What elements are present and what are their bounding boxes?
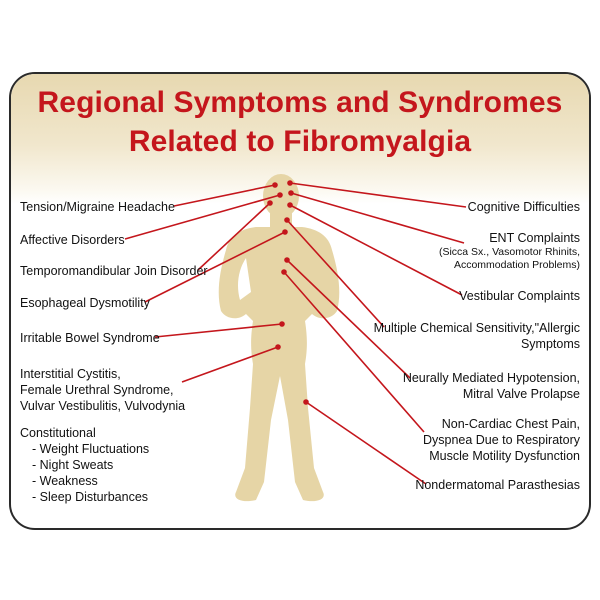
line-cystitis [181, 346, 279, 383]
label-chest-pain-line1: Non-Cardiac Chest Pain, [441, 417, 580, 431]
label-cystitis-group: Interstitial Cystitis, Female Urethral S… [20, 366, 185, 414]
label-constitutional-item: - Weight Fluctuations [32, 442, 150, 456]
line-affective [124, 194, 281, 240]
line-ibs [154, 323, 283, 338]
line-ent [290, 192, 465, 244]
label-chemical-line2: Symptoms [520, 337, 580, 351]
label-cognitive: Cognitive Difficulties [467, 200, 580, 214]
dot-throat [284, 217, 290, 223]
dot-pelvis [275, 344, 281, 350]
line-vestibular [289, 204, 463, 296]
line-tmj [197, 202, 271, 271]
label-cystitis-line2: Female Urethral Syndrome, [20, 383, 174, 397]
label-constitutional-group: Constitutional - Weight Fluctuations - N… [20, 425, 149, 505]
figure-body [218, 227, 340, 502]
line-tension-headache [173, 184, 276, 207]
figure-neck [270, 210, 292, 232]
label-chemical-group: Multiple Chemical Sensitivity,"Allergic … [374, 320, 580, 352]
label-hypotension-line2: Mitral Valve Prolapse [462, 387, 580, 401]
dot-jaw-right [287, 202, 293, 208]
title-line-1: Regional Symptoms and Syndromes [37, 86, 563, 119]
label-ibs: Irritable Bowel Syndrome [20, 331, 160, 345]
label-esophageal: Esophageal Dysmotility [20, 296, 150, 310]
label-chest-pain-line3: Muscle Motility Dysfunction [429, 449, 580, 463]
dot-head-top-left [272, 182, 278, 188]
label-ent-line3: Accommodation Problems) [453, 259, 580, 271]
label-cystitis-line1: Interstitial Cystitis, [20, 367, 121, 381]
label-affective-disorders: Affective Disorders [20, 233, 125, 247]
line-hypotension [286, 259, 411, 379]
dot-chest [281, 269, 287, 275]
line-esophageal [144, 231, 286, 303]
label-vestibular: Vestibular Complaints [459, 289, 580, 303]
line-parasthesias [305, 401, 427, 485]
dot-jaw-left [267, 200, 273, 206]
header-band [11, 74, 589, 204]
dot-leg [303, 399, 309, 405]
dot-heart [284, 257, 290, 263]
dot-head-mid-right [288, 190, 294, 196]
label-cystitis-line3: Vulvar Vestibulitis, Vulvodynia [20, 399, 186, 413]
label-ent-group: ENT Complaints (Sicca Sx., Vasomotor Rhi… [439, 230, 580, 272]
dot-esophagus [282, 229, 288, 235]
symptom-dots [267, 180, 309, 405]
label-tmj: Temporomandibular Join Disorder [20, 264, 208, 278]
label-constitutional-item: - Night Sweats [32, 458, 114, 472]
line-cognitive [289, 182, 467, 208]
title-line-2: Related to Fibromyalgia [128, 125, 472, 158]
label-chest-pain-group: Non-Cardiac Chest Pain, Dyspnea Due to R… [423, 416, 580, 464]
dot-head-top-right [287, 180, 293, 186]
line-chemical [286, 219, 385, 328]
line-chest-pain [283, 271, 425, 433]
label-constitutional-heading: Constitutional [20, 426, 96, 440]
label-ent-line2: (Sicca Sx., Vasomotor Rhinits, [438, 246, 580, 258]
label-ent-line1: ENT Complaints [489, 231, 580, 245]
human-figure [218, 174, 340, 502]
label-hypotension-line1: Neurally Mediated Hypotension, [402, 371, 580, 385]
label-chest-pain-line2: Dyspnea Due to Respiratory [422, 433, 580, 447]
label-hypotension-group: Neurally Mediated Hypotension, Mitral Va… [403, 370, 580, 402]
label-tension-headache: Tension/Migraine Headache [20, 200, 175, 214]
label-chemical-line1: Multiple Chemical Sensitivity,"Allergic [373, 321, 580, 335]
dot-head-mid-left [277, 192, 283, 198]
label-constitutional-item: - Weakness [32, 474, 98, 488]
label-parasthesias: Nondermatomal Parasthesias [415, 478, 580, 492]
dot-abdomen [279, 321, 285, 327]
connector-lines [124, 182, 467, 485]
label-constitutional-item: - Sleep Disturbances [32, 490, 149, 504]
